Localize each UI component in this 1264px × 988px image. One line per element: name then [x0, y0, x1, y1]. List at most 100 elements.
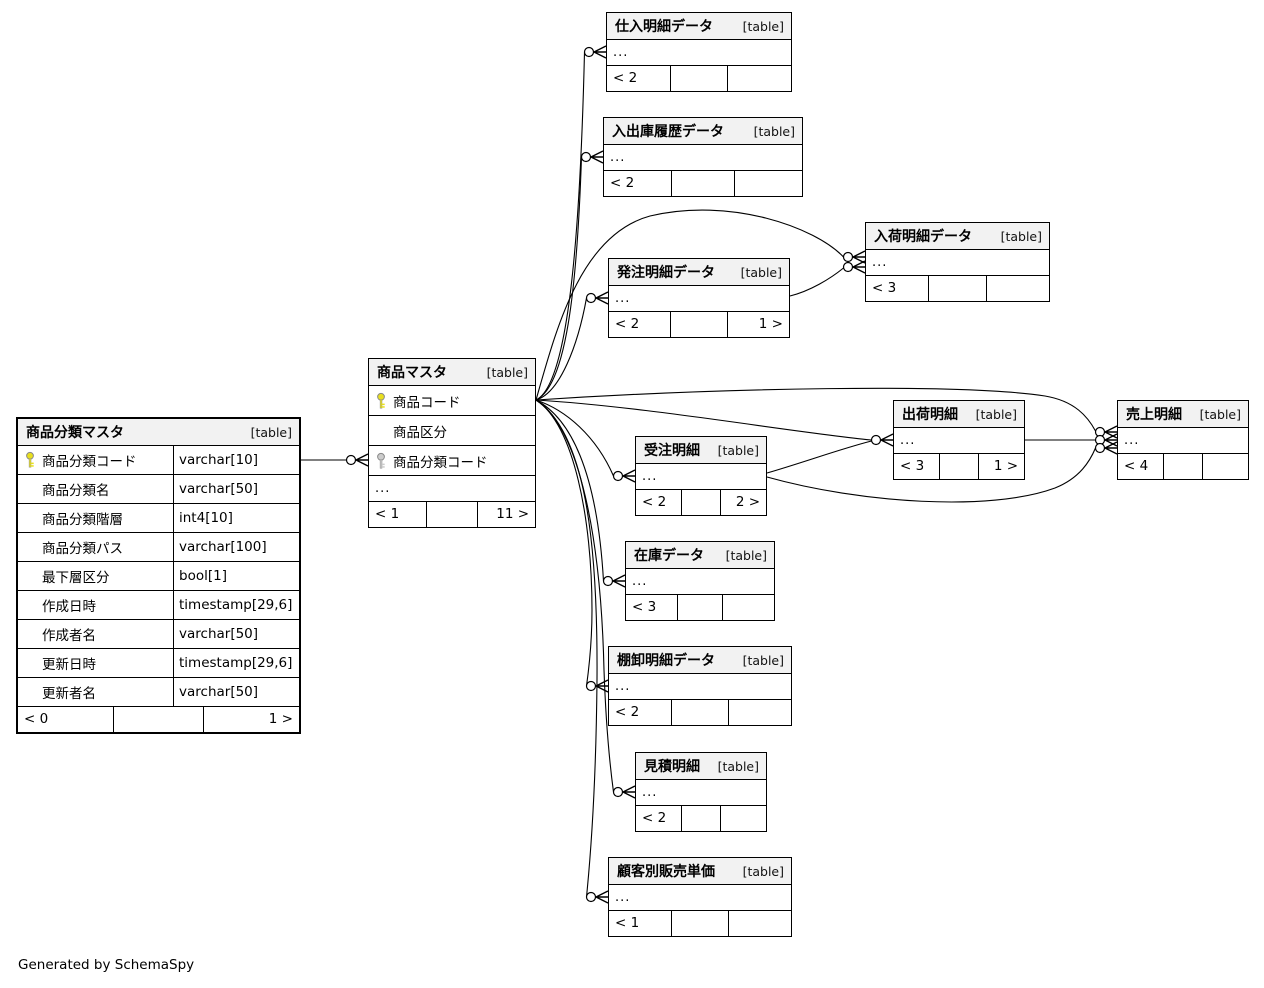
- table-degree-footer: < 4: [1118, 454, 1248, 479]
- degree-spacer: [938, 454, 979, 479]
- zero-circle-icon: [580, 151, 592, 163]
- table-degree-footer: < 2: [607, 66, 791, 91]
- degree-spacer: [928, 276, 985, 301]
- incoming-degree: < 2: [615, 316, 640, 332]
- crowfoot-icon: [1104, 441, 1118, 455]
- column-name-cell: 商品区分: [369, 416, 535, 445]
- table-title: 入出庫履歴データ: [612, 124, 724, 140]
- table-tag: [table]: [717, 442, 759, 458]
- table-header: 入出庫履歴データ[table]: [604, 118, 802, 145]
- table-shiire-meisai-data[interactable]: 仕入明細データ[table]...< 2: [606, 12, 792, 92]
- table-title: 出荷明細: [902, 407, 958, 423]
- crowfoot-connector: [585, 291, 609, 305]
- table-tag: [table]: [1000, 228, 1042, 244]
- column-row[interactable]: 商品区分: [369, 416, 535, 446]
- table-nyuka-meisai-data[interactable]: 入荷明細データ[table]...< 3: [865, 222, 1050, 302]
- crowfoot-connector: [585, 890, 609, 904]
- table-uriage-meisai[interactable]: 売上明細[table]...< 4: [1117, 400, 1249, 480]
- more-columns-ellipsis: ...: [369, 476, 535, 502]
- degree-spacer: [671, 171, 733, 196]
- zero-circle-icon: [602, 575, 614, 587]
- crowfoot-icon: [1104, 425, 1118, 439]
- outgoing-degree: 1 >: [203, 707, 299, 732]
- column-name-cell: 商品分類パス: [18, 533, 174, 561]
- crowfoot-connector: [870, 433, 894, 447]
- outgoing-degree: 1 >: [978, 454, 1024, 479]
- table-degree-footer: < 2: [604, 171, 802, 196]
- more-columns-ellipsis: ...: [609, 885, 791, 911]
- crowfoot-icon: [880, 433, 894, 447]
- column-row[interactable]: 商品コード: [369, 386, 535, 416]
- column-name: 商品分類コード: [42, 454, 137, 470]
- table-mitsumori-meisai[interactable]: 見積明細[table]...< 2: [635, 752, 767, 832]
- incoming-degree: < 2: [610, 175, 635, 191]
- zero-circle-icon: [1094, 442, 1106, 454]
- table-header: 入荷明細データ [table]: [866, 223, 1049, 250]
- column-name: 商品分類名: [42, 483, 110, 499]
- table-tag: [table]: [740, 264, 782, 280]
- table-header: 発注明細データ[table]: [609, 259, 789, 286]
- more-columns-ellipsis: ...: [609, 286, 789, 312]
- table-kokyakubetsu-hanbai-tanka[interactable]: 顧客別販売単価[table]...< 1: [608, 857, 792, 937]
- degree-spacer: [680, 490, 721, 515]
- column-name: 更新日時: [42, 657, 96, 673]
- column-name-cell: 商品分類階層: [18, 504, 174, 532]
- crowfoot-icon: [622, 785, 636, 799]
- column-name: 商品分類階層: [42, 512, 123, 528]
- table-header: 出荷明細[table]: [894, 401, 1024, 428]
- degree-spacer: [680, 806, 721, 831]
- table-header: 棚卸明細データ[table]: [609, 647, 791, 674]
- crowfoot-icon: [612, 574, 626, 588]
- degree-spacer: [669, 66, 728, 91]
- table-zaiko-data[interactable]: 在庫データ[table]...< 3: [625, 541, 775, 621]
- more-columns-ellipsis: ...: [609, 674, 791, 700]
- column-row[interactable]: 商品分類コード: [369, 446, 535, 476]
- table-tanaoroshi-meisai-data[interactable]: 棚卸明細データ[table]...< 2: [608, 646, 792, 726]
- crowfoot-connector: [842, 250, 866, 264]
- zero-circle-icon: [585, 680, 597, 692]
- outgoing-degree: [985, 276, 1049, 301]
- column-row[interactable]: 商品分類コード varchar[10]: [18, 446, 299, 475]
- crowfoot-icon: [1104, 433, 1118, 447]
- outgoing-degree: [727, 66, 791, 91]
- outgoing-degree: [720, 806, 766, 831]
- crowfoot-connector: [612, 469, 636, 483]
- column-name-cell: 商品分類コード: [18, 446, 174, 474]
- column-row[interactable]: 商品分類名 varchar[50]: [18, 475, 299, 504]
- column-row[interactable]: 商品分類階層 int4[10]: [18, 504, 299, 533]
- table-header: 在庫データ[table]: [626, 542, 774, 569]
- incoming-degree: < 1: [375, 506, 400, 522]
- outgoing-degree: [733, 171, 802, 196]
- more-columns-ellipsis: ...: [604, 145, 802, 171]
- table-tag: [table]: [742, 18, 784, 34]
- column-name: 作成者名: [42, 628, 96, 644]
- incoming-degree: < 1: [615, 915, 640, 931]
- zero-circle-icon: [585, 891, 597, 903]
- more-columns-ellipsis: ...: [866, 250, 1049, 276]
- crowfoot-icon: [593, 45, 607, 59]
- table-tag: [table]: [1199, 406, 1241, 422]
- crowfoot-connector: [345, 453, 369, 467]
- column-type: int4[10]: [179, 510, 233, 526]
- column-type: varchar[50]: [179, 684, 259, 700]
- table-nyushutsuko-rireki-data[interactable]: 入出庫履歴データ[table]... < 2: [603, 117, 803, 197]
- table-title: 入荷明細データ: [874, 229, 972, 245]
- column-type: varchar[50]: [179, 481, 259, 497]
- column-type: varchar[10]: [179, 452, 259, 468]
- crowfoot-icon: [595, 291, 609, 305]
- relationship-edge: [789, 267, 844, 297]
